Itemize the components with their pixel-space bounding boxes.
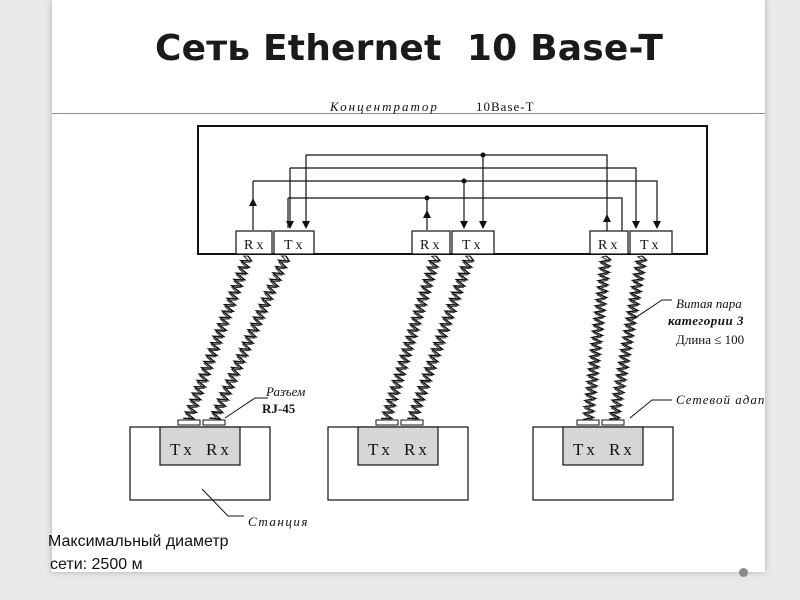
footer-line-1: Максимальный диаметр	[48, 533, 229, 550]
twisted-pair-wire	[211, 255, 289, 421]
rx-arrows	[249, 198, 611, 222]
adapter-label: Сетевой адаптер	[676, 392, 790, 407]
station-2: Tx Rx	[327, 426, 469, 501]
tx-arrows	[286, 221, 661, 229]
twisted-pair-wire	[609, 255, 647, 421]
twisted-pair-label-2: категории 3	[668, 313, 744, 328]
station-leader	[201, 488, 244, 517]
twisted-pair-wire	[407, 255, 476, 420]
port-tx-label: Tx	[462, 238, 484, 253]
station-label: Станция	[248, 514, 309, 529]
hub-port-2: Rx Tx	[411, 230, 495, 255]
title-divider	[52, 113, 765, 114]
twisted-pair-wire	[408, 255, 474, 421]
port-rx-label: Rx	[420, 238, 442, 253]
connector-label-1: Разъем	[265, 384, 305, 399]
twisted-pair-label-1: Витая пара	[676, 296, 742, 311]
twisted-pair-cables	[183, 255, 648, 421]
rj45-connectors	[177, 419, 625, 426]
bus-junctions	[424, 152, 486, 201]
connector-label-2: RJ-45	[262, 401, 296, 416]
footer-line-2: сети: 2500 м	[50, 556, 143, 573]
port-rx-label: Rx	[598, 238, 620, 253]
station-1: Tx Rx	[129, 426, 271, 501]
station-rx-label: Rx	[404, 440, 430, 459]
twisted-pair-wire	[583, 255, 611, 421]
hub-bus-lines	[252, 154, 658, 232]
station-tx-label: Tx	[170, 440, 195, 459]
station-3: Tx Rx	[532, 426, 674, 501]
twisted-pair-label-3: Длина ≤ 100	[676, 332, 744, 347]
twisted-pair-wire	[183, 255, 253, 420]
port-tx-label: Tx	[284, 238, 306, 253]
hub-label: Концентратор	[329, 99, 439, 114]
hub-standard: 10Base-T	[476, 99, 535, 114]
port-rx-label: Rx	[244, 238, 266, 253]
slide-title: Сеть Ethernet 10 Base-T	[155, 28, 664, 69]
station-tx-label: Tx	[573, 440, 598, 459]
slide-nav-dot[interactable]	[739, 568, 748, 577]
twisted-pair-wire	[382, 255, 440, 421]
station-tx-label: Tx	[368, 440, 393, 459]
station-rx-label: Rx	[206, 440, 232, 459]
port-tx-label: Tx	[640, 238, 662, 253]
hub-port-1: Rx Tx	[235, 230, 315, 255]
hub-port-3: Rx Tx	[589, 230, 673, 255]
twisted-pair-wire	[184, 255, 252, 421]
station-rx-label: Rx	[609, 440, 635, 459]
twisted-pair-wire	[380, 255, 442, 420]
adapter-leader	[629, 399, 672, 419]
connector-leader	[224, 397, 268, 419]
twisted-pair-leader	[631, 299, 672, 321]
